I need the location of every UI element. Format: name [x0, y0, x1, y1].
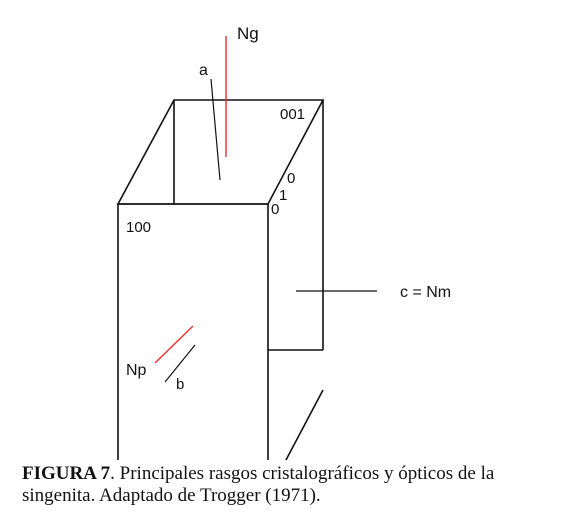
caption-label: FIGURA 7: [22, 463, 111, 484]
label-ng: Ng: [237, 24, 259, 43]
front-face-100: [117, 203, 269, 460]
label-np: Np: [126, 362, 147, 379]
a-axis-line: [210, 78, 221, 181]
label-face-001: 001: [280, 106, 305, 123]
np-axis-line: [154, 325, 194, 364]
right-bottom-edge: [285, 389, 324, 460]
label-face-010-top: 0: [287, 170, 295, 187]
label-face-010-bottom: 0: [271, 201, 279, 218]
label-c-nm: c = Nm: [400, 284, 451, 301]
label-face-010-mid: 1: [279, 187, 287, 204]
label-face-100: 100: [126, 219, 151, 236]
crystal-diagram: Ng a 001 0 1 0 100 c = Nm Np b: [116, 24, 451, 460]
label-a: a: [199, 62, 208, 79]
b-axis-line: [164, 344, 196, 383]
label-b: b: [176, 376, 184, 393]
prism-edges: [116, 99, 325, 460]
caption-text: . Principales rasgos cristalográficos y …: [22, 463, 495, 506]
figure-caption: FIGURA 7. Principales rasgos cristalográ…: [22, 463, 567, 507]
